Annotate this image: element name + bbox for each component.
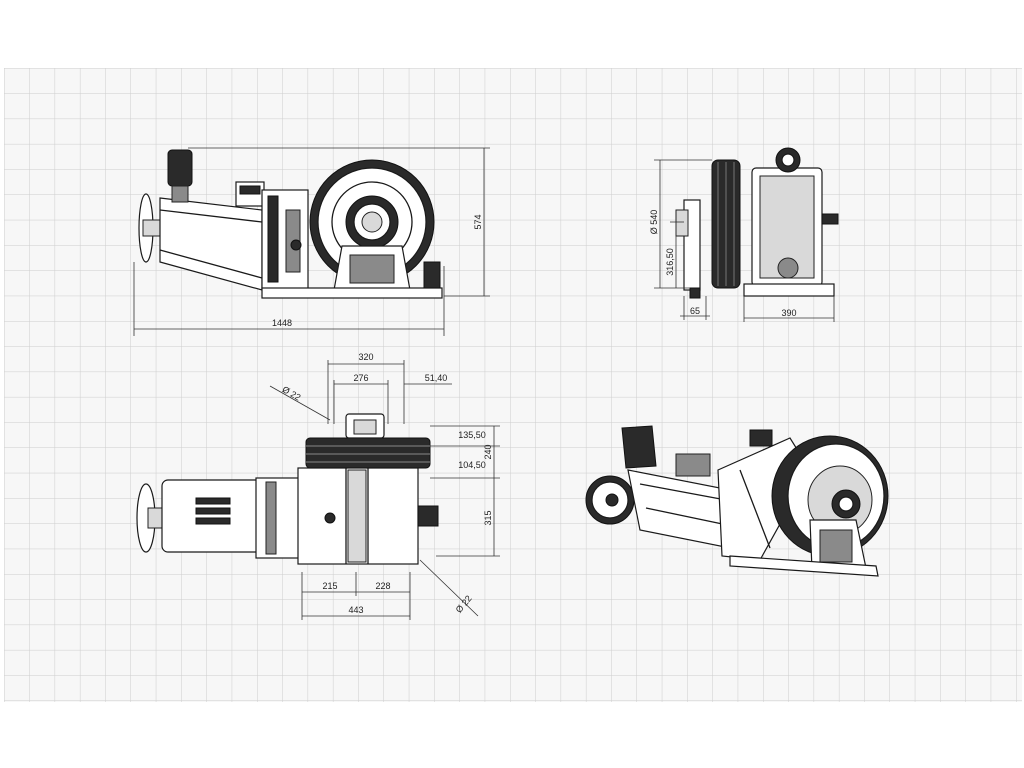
dim-240: 240 xyxy=(483,444,493,459)
dim-228: 228 xyxy=(375,581,390,591)
isometric-view xyxy=(585,425,889,577)
dim-443: 443 xyxy=(348,605,363,615)
dim-320: 320 xyxy=(358,352,373,362)
dim-shaft-height: 316,50 xyxy=(665,248,675,276)
dim-135-50: 135,50 xyxy=(458,430,486,440)
dim-overall-length: 1448 xyxy=(272,318,292,328)
top-view: 320 276 51,40 135,50 104,50 240 315 215 … xyxy=(136,352,500,620)
dim-sheave-diameter: Ø 540 xyxy=(649,210,659,235)
dim-276: 276 xyxy=(353,373,368,383)
end-view: Ø 540 316,50 65 390 xyxy=(649,147,839,322)
dim-51-40: 51,40 xyxy=(425,373,448,383)
dim-315: 315 xyxy=(483,510,493,525)
dim-215: 215 xyxy=(322,581,337,591)
side-view: 1448 574 xyxy=(133,147,490,336)
dim-flange: 65 xyxy=(690,306,700,316)
dim-104-50: 104,50 xyxy=(458,460,486,470)
dim-overall-height: 574 xyxy=(473,214,483,229)
dim-base-width: 390 xyxy=(781,308,796,318)
